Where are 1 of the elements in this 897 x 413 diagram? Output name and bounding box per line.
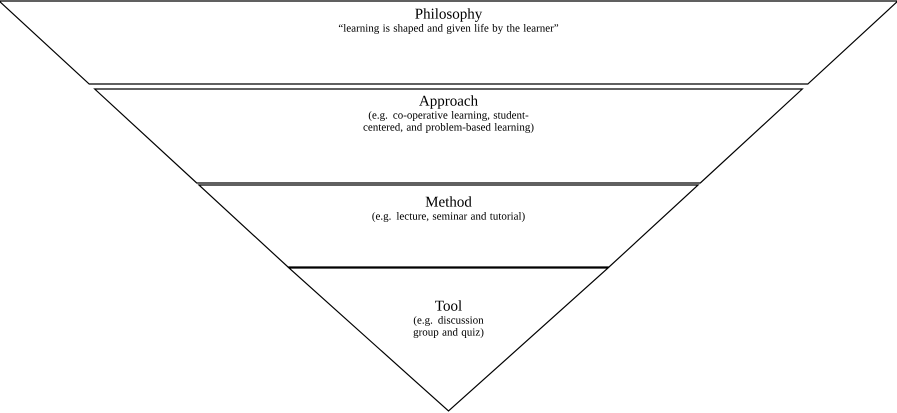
pyramid-band: Philosophy “learning is shaped and given life by the learner” bbox=[0, 0, 897, 85]
